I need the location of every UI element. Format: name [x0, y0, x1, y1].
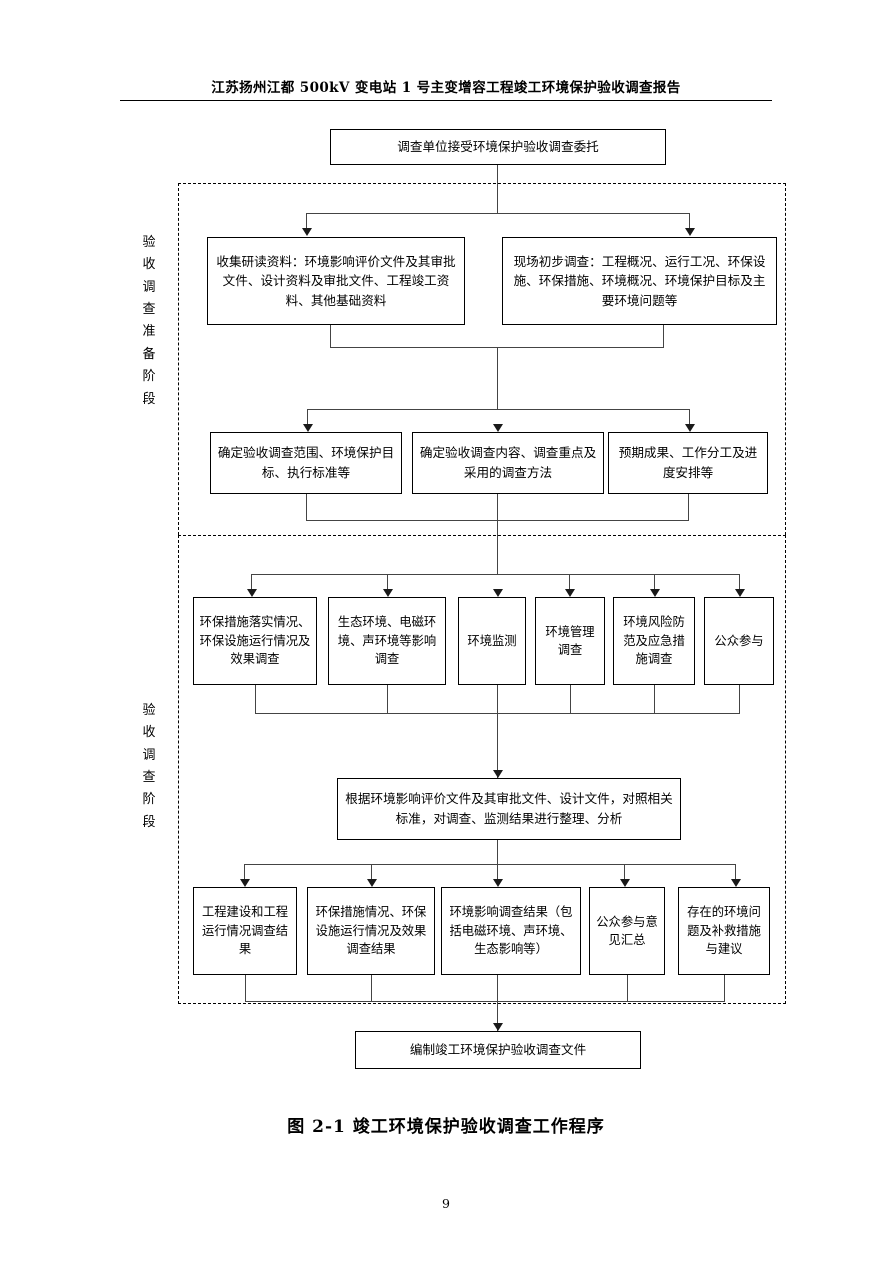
connector-split-survey-b4: [569, 574, 571, 591]
stage-label-preparation: 验 收 调 查 准 备 阶 段: [136, 232, 162, 411]
arrow-to-end: [493, 1023, 503, 1031]
flow-node-survey-monitoring[interactable]: 环境监测: [458, 597, 526, 685]
arrow-to-results-3: [493, 879, 503, 887]
connector-split-survey-b5: [654, 574, 656, 591]
arrow-to-prep-left: [302, 228, 312, 236]
connector-prep-merge-down: [497, 347, 499, 409]
flow-node-survey-risk[interactable]: 环境风险防范及应急措施调查: [613, 597, 695, 685]
stage-label-investigation-char: 查: [142, 770, 156, 786]
connector-split-prep1: [306, 213, 690, 215]
stage-label-investigation-char: 阶: [142, 792, 156, 808]
flow-node-result-problems[interactable]: 存在的环境问题及补救措施与建议: [678, 887, 770, 975]
header-rule: [120, 100, 772, 101]
connector-survey-1-down: [255, 685, 257, 713]
arrow-to-survey-2: [383, 589, 393, 597]
arrow-to-prep2-right: [685, 424, 695, 432]
connector-survey-5-down: [654, 685, 656, 713]
arrow-to-results-1: [240, 879, 250, 887]
connector-split-survey-left: [251, 574, 253, 591]
connector-split-prep2-right: [689, 409, 691, 426]
connector-split-prep2-left: [307, 409, 309, 426]
connector-split-survey-right: [739, 574, 741, 591]
arrow-to-survey-6: [735, 589, 745, 597]
flow-node-survey-measures[interactable]: 环保措施落实情况、环保设施运行情况及效果调查: [193, 597, 317, 685]
connector-prep-left-down: [330, 325, 332, 347]
connector-result-4-down: [627, 975, 629, 1001]
stage-label-investigation-char: 验: [142, 703, 156, 718]
flow-node-result-construction[interactable]: 工程建设和工程运行情况调查结果: [193, 887, 297, 975]
arrow-to-prep2-left: [303, 424, 313, 432]
connector-result-merge: [245, 1001, 725, 1003]
stage-label-investigation-char: 调: [142, 747, 156, 763]
connector-split-results-b4: [624, 864, 626, 881]
connector-split-results-right: [735, 864, 737, 881]
stage-label-investigation: 验 收 调 查 阶 段: [136, 700, 162, 834]
arrow-to-survey-5: [650, 589, 660, 597]
arrow-to-results-2: [367, 879, 377, 887]
connector-prep2-left-down: [306, 494, 308, 520]
flow-node-prep-schedule[interactable]: 预期成果、工作分工及进度安排等: [608, 432, 768, 494]
arrow-to-survey-4: [565, 589, 575, 597]
connector-split-survey: [251, 574, 740, 576]
connector-prep2-right-down: [688, 494, 690, 520]
connector-start-down: [497, 165, 499, 213]
stage-label-preparation-char: 调: [142, 279, 156, 295]
arrow-to-results-4: [620, 879, 630, 887]
stage-frame-investigation: [178, 535, 786, 1004]
page-header-title: 江苏扬州江都 500kV 变电站 1 号主变增容工程竣工环境保护验收调查报告: [211, 80, 681, 96]
flow-node-survey-public[interactable]: 公众参与: [704, 597, 774, 685]
arrow-to-survey-3: [493, 589, 503, 597]
connector-prep-right-down: [663, 325, 665, 347]
connector-prep2-merge-down: [497, 494, 499, 574]
connector-survey-merge-down: [497, 685, 499, 778]
arrow-to-prep-right: [685, 228, 695, 236]
connector-split-results-b2: [371, 864, 373, 881]
flow-node-prep-collect-data[interactable]: 收集研读资料：环境影响评价文件及其审批文件、设计资料及审批文件、工程竣工资料、其…: [207, 237, 465, 325]
arrow-to-survey-1: [247, 589, 257, 597]
connector-result-1-down: [245, 975, 247, 1001]
flow-node-prep-content[interactable]: 确定验收调查内容、调查重点及采用的调查方法: [412, 432, 604, 494]
stage-label-investigation-char: 段: [142, 814, 156, 830]
connector-split-results: [244, 864, 736, 866]
flow-node-end[interactable]: 编制竣工环境保护验收调查文件: [355, 1031, 641, 1069]
connector-survey-2-down: [387, 685, 389, 713]
stage-label-preparation-char: 准: [142, 324, 156, 340]
arrow-to-analysis: [493, 770, 503, 778]
connector-result-2-down: [371, 975, 373, 1001]
flow-node-result-impact[interactable]: 环境影响调查结果（包括电磁环境、声环境、生态影响等）: [441, 887, 581, 975]
flow-node-prep-site-survey[interactable]: 现场初步调查：工程概况、运行工况、环保设施、环保措施、环境概况、环境保护目标及主…: [502, 237, 777, 325]
connector-survey-4-down: [570, 685, 572, 713]
page-number: 9: [442, 1196, 450, 1211]
stage-label-investigation-char: 收: [142, 725, 156, 741]
figure-caption: 图 2-1 竣工环境保护验收调查工作程序: [287, 1117, 605, 1137]
connector-result-5-down: [724, 975, 726, 1001]
connector-split-prep2: [307, 409, 689, 411]
flow-node-prep-scope[interactable]: 确定验收调查范围、环境保护目标、执行标准等: [210, 432, 402, 494]
stage-label-preparation-char: 阶: [142, 369, 156, 385]
connector-split-results-left: [244, 864, 246, 881]
connector-analysis-down: [497, 840, 499, 882]
stage-label-preparation-char: 查: [142, 302, 156, 318]
stage-label-preparation-char: 验: [142, 235, 156, 250]
flow-node-analysis[interactable]: 根据环境影响评价文件及其审批文件、设计文件，对照相关标准，对调查、监测结果进行整…: [337, 778, 681, 840]
stage-label-preparation-char: 备: [142, 346, 156, 362]
stage-label-preparation-char: 收: [142, 257, 156, 273]
stage-label-preparation-char: 段: [142, 391, 156, 407]
flow-node-survey-environment-impact[interactable]: 生态环境、电磁环境、声环境等影响调查: [328, 597, 446, 685]
connector-split-prep1-left: [306, 213, 308, 230]
arrow-to-results-5: [731, 879, 741, 887]
connector-result-merge-down: [497, 975, 499, 1031]
flow-node-start[interactable]: 调查单位接受环境保护验收调查委托: [330, 129, 666, 165]
connector-survey-6-down: [739, 685, 741, 713]
flow-node-result-public-opinion[interactable]: 公众参与意见汇总: [589, 887, 665, 975]
flow-node-result-measures[interactable]: 环保措施情况、环保设施运行情况及效果调查结果: [307, 887, 435, 975]
connector-split-prep1-right: [689, 213, 691, 230]
flow-node-survey-management[interactable]: 环境管理调查: [535, 597, 605, 685]
connector-split-survey-b2: [387, 574, 389, 591]
arrow-to-prep2-mid: [493, 424, 503, 432]
stage-frame-preparation: [178, 183, 786, 535]
